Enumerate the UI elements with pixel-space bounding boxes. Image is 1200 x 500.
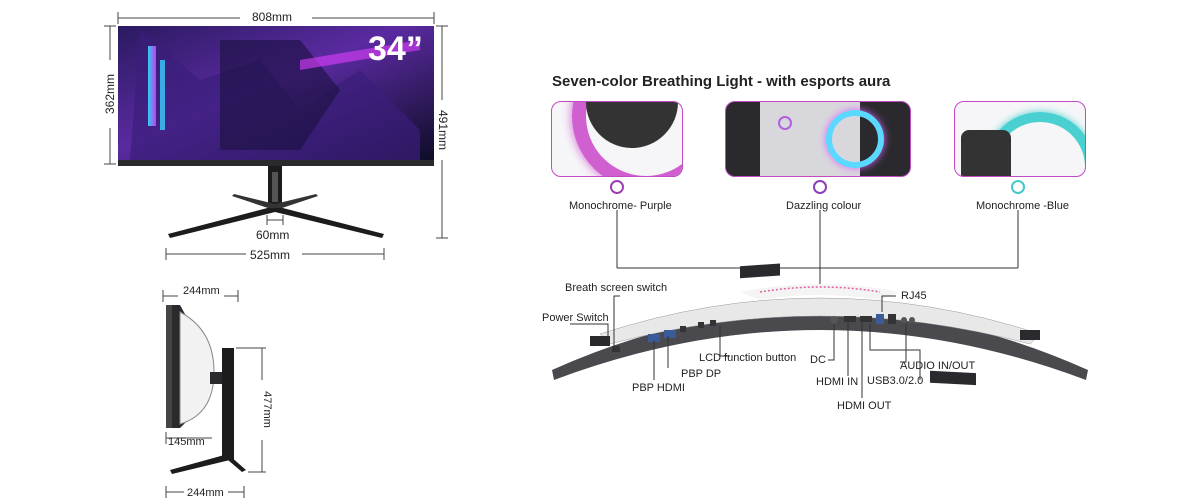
screen-glow-strip bbox=[148, 46, 156, 126]
power-switch-label: Power Switch bbox=[542, 312, 609, 324]
total-height-label: 491mm bbox=[436, 109, 451, 151]
audio-label: AUDIO IN/OUT bbox=[900, 360, 976, 372]
width-label: 808mm bbox=[252, 10, 293, 24]
blue-mode-thumbnail bbox=[954, 101, 1086, 177]
rj45-label: RJ45 bbox=[901, 290, 927, 302]
stand-neck-slot bbox=[272, 172, 278, 202]
monitor-bottom-body bbox=[552, 310, 1088, 380]
side-base bbox=[170, 454, 230, 474]
vent-grilles bbox=[590, 263, 1040, 386]
side-neck bbox=[222, 348, 234, 460]
mode-rings bbox=[610, 180, 1025, 194]
screen-size-badge: 34” bbox=[368, 30, 423, 68]
neck-dimension-line bbox=[266, 215, 284, 225]
purple-ring bbox=[610, 180, 624, 194]
dazzling-ring bbox=[813, 180, 827, 194]
screen-glow-strip bbox=[160, 60, 165, 130]
lighting-connector-lines bbox=[616, 210, 1019, 288]
lighting-title: Seven-color Breathing Light - with espor… bbox=[552, 73, 891, 90]
side-view bbox=[162, 290, 266, 498]
side-base-back bbox=[228, 456, 246, 472]
top-depth-dimension-line bbox=[162, 290, 239, 302]
side-top-depth-label: 244mm bbox=[183, 285, 220, 297]
port-callout-lines bbox=[570, 295, 921, 398]
side-height-label: 477mm bbox=[260, 391, 273, 428]
neck-width-label: 60mm bbox=[256, 228, 290, 242]
mode-label-blue: Monochrome -Blue bbox=[976, 200, 1069, 212]
screen-height-label: 362mm bbox=[103, 73, 118, 115]
hdmi-out-label: HDMI OUT bbox=[837, 400, 892, 412]
side-arm bbox=[210, 372, 224, 384]
breath-screen-switch-label: Breath screen switch bbox=[565, 282, 668, 294]
base-dimension-line bbox=[165, 248, 385, 260]
purple-mode-thumbnail bbox=[551, 101, 683, 177]
dazzling-mode-dot bbox=[778, 116, 792, 130]
mode-label-dazzling: Dazzling colour bbox=[786, 200, 862, 212]
total-height-dimension-line bbox=[436, 25, 448, 239]
dazzling-mode-ring bbox=[826, 110, 884, 168]
side-panel-back bbox=[179, 311, 215, 425]
screen-light-beam bbox=[300, 40, 420, 70]
port-view bbox=[552, 263, 1088, 398]
pbp-hdmi-label: PBP HDMI bbox=[632, 382, 685, 394]
side-panel-edge bbox=[166, 305, 172, 428]
base-depth-label: 244mm bbox=[187, 487, 224, 499]
pink-light-strip bbox=[759, 286, 881, 293]
lcd-function-button-label: LCD function button bbox=[699, 352, 797, 364]
side-height-dimension-line bbox=[236, 347, 266, 473]
dazzling-mode-thumbnail bbox=[725, 101, 911, 177]
front-view bbox=[104, 12, 448, 260]
screen-height-dimension-line bbox=[104, 25, 116, 165]
monitor-bezel bbox=[118, 160, 434, 166]
panel-depth-dimension-line bbox=[165, 432, 212, 444]
pbp-dp-label: PBP DP bbox=[681, 368, 722, 380]
panel-depth-label: 145mm bbox=[168, 436, 205, 448]
blue-ring bbox=[1011, 180, 1025, 194]
monitor-bottom-top bbox=[740, 284, 900, 300]
stand-back-legs bbox=[232, 194, 318, 208]
width-dimension-line bbox=[117, 12, 435, 24]
hdmi-in-label: HDMI IN bbox=[816, 376, 859, 388]
blue-mode-body bbox=[961, 130, 1011, 176]
base-width-label: 525mm bbox=[250, 248, 291, 262]
usb-label: USB3.0/2.0 bbox=[867, 375, 924, 387]
dc-label: DC bbox=[810, 354, 826, 366]
port-cluster bbox=[612, 314, 915, 352]
base-depth-dimension-line bbox=[165, 486, 245, 498]
mode-label-purple: Monochrome- Purple bbox=[569, 200, 672, 212]
